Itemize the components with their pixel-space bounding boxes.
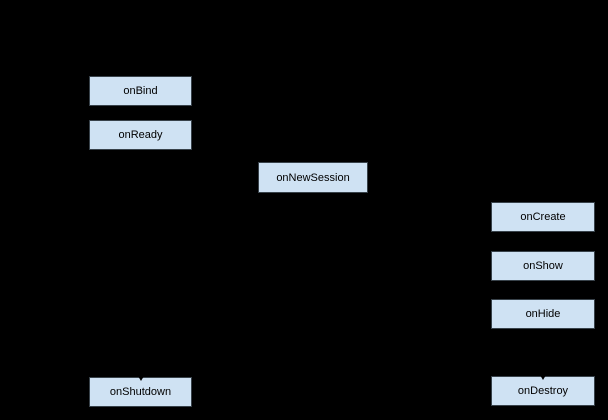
node-label: onBind — [123, 85, 158, 97]
node-onhide: onHide — [491, 299, 595, 329]
node-onnewsession: onNewSession — [258, 162, 368, 193]
arrow-tip-notch — [540, 375, 546, 380]
node-ondestroy: onDestroy — [491, 375, 595, 406]
node-label: onHide — [525, 308, 561, 320]
node-label: onReady — [118, 129, 163, 141]
arrow-tip-notch — [137, 376, 144, 381]
node-onready: onReady — [89, 120, 192, 150]
node-label: onShow — [523, 260, 563, 272]
node-onshow: onShow — [491, 251, 595, 281]
node-onbind: onBind — [89, 76, 192, 106]
node-label: onCreate — [520, 211, 566, 223]
node-label: onDestroy — [517, 385, 569, 397]
node-onshutdown: onShutdown — [89, 376, 192, 407]
node-oncreate: onCreate — [491, 202, 595, 232]
node-label: onShutdown — [109, 386, 172, 398]
node-label: onNewSession — [276, 171, 350, 184]
